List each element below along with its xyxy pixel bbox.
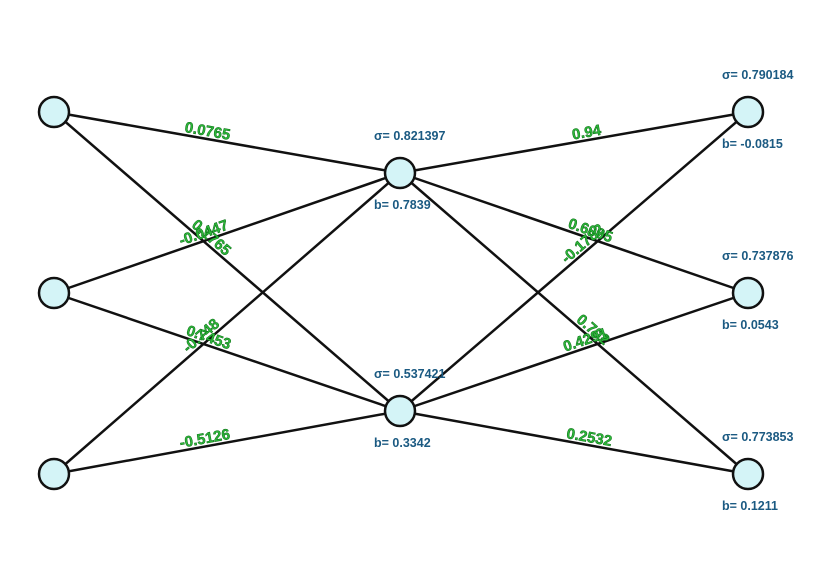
sigma-label: σ= 0.790184 (722, 68, 794, 82)
hidden-node-2 (383, 394, 417, 428)
bias-label: b= 0.1211 (722, 499, 778, 513)
edge-i2-h2 (53, 291, 401, 413)
input-node-2 (37, 276, 71, 310)
sigma-label: σ= 0.737876 (722, 249, 794, 263)
output-node-2 (731, 276, 765, 310)
sigma-label: σ= 0.821397 (374, 129, 446, 143)
output-node-1 (731, 95, 765, 129)
node-labels-layer: σ= 0.821397 b= 0.7839 σ= 0.537421 b= 0.3342… (374, 68, 794, 513)
edge-h2-o1 (399, 111, 749, 412)
weight-label: 0.94 (571, 122, 603, 144)
edge-h1-o3 (399, 172, 749, 475)
edge-i3-h1 (53, 172, 401, 475)
edge-i1-h1 (53, 110, 401, 175)
edge-i2-h1 (53, 171, 401, 295)
edge-h2-o2 (399, 291, 749, 413)
sigma-label: σ= 0.773853 (722, 430, 794, 444)
output-node-3 (731, 457, 765, 491)
edge-h1-o1 (399, 110, 749, 175)
sigma-label: σ= 0.537421 (374, 367, 446, 381)
bias-label: b= -0.0815 (722, 137, 783, 151)
weight-label: -0.5126 (178, 426, 231, 452)
input-node-3 (37, 457, 71, 491)
nodes-layer (37, 95, 765, 491)
input-node-1 (37, 95, 71, 129)
edge-h2-o3 (399, 409, 749, 476)
edge-h1-o2 (399, 171, 749, 295)
edge-i1-h2 (53, 111, 401, 412)
bias-label: b= 0.7839 (374, 198, 431, 212)
connections-layer (53, 110, 749, 476)
edge-i3-h2 (53, 409, 401, 476)
bias-label: b= 0.3342 (374, 436, 431, 450)
hidden-node-1 (383, 156, 417, 190)
bias-label: b= 0.0543 (722, 318, 779, 332)
